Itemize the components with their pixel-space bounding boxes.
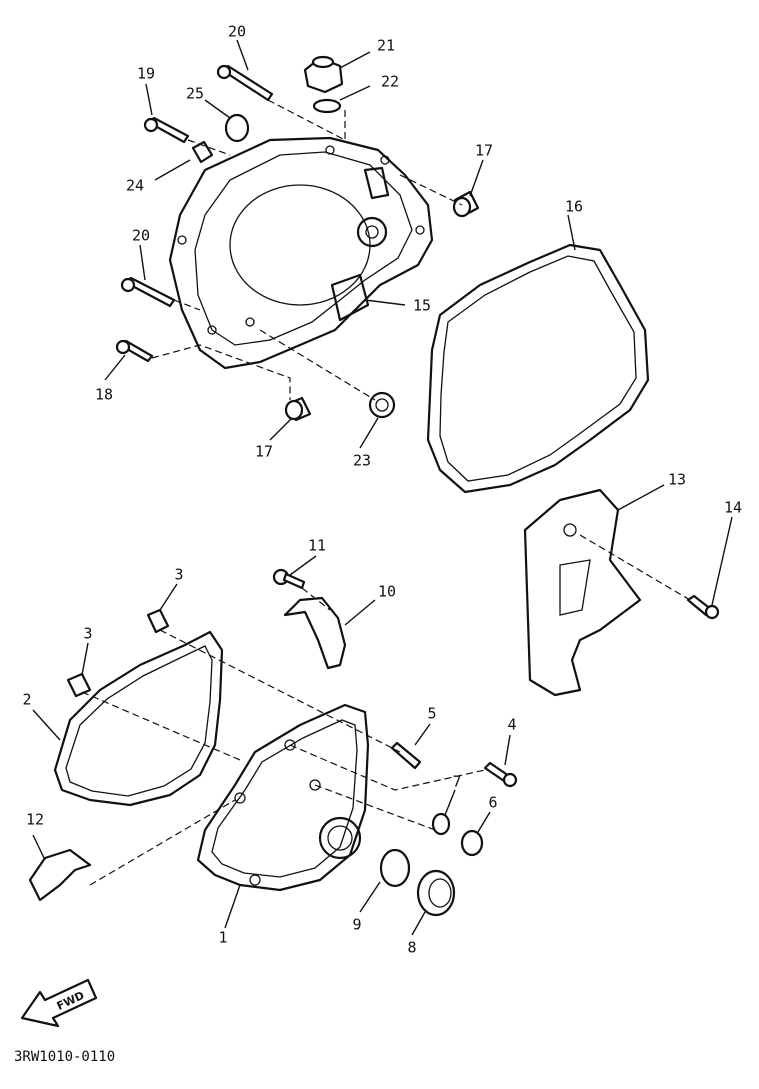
dowel-3-b [66,672,92,698]
gasket-16 [426,243,650,494]
callout-8: 8 [407,939,416,957]
callout-25: 25 [186,85,204,103]
fwd-arrow-icon: FWD [20,978,98,1028]
o-ring-22 [312,98,342,114]
sprocket-cover-13 [523,488,642,697]
holder-12 [28,848,92,902]
callout-9: 9 [352,916,361,934]
callout-1: 1 [218,929,227,947]
callout-17-top: 17 [475,142,493,160]
callout-5: 5 [427,705,436,723]
plug-6 [460,829,484,857]
plug-8 [416,869,456,917]
callout-24: 24 [126,177,144,195]
callout-7: 7 [452,773,461,791]
screw-11 [272,568,306,590]
callout-4: 4 [507,716,516,734]
bolt-18 [115,339,154,363]
bolt-4 [483,761,518,788]
bolt-20-top [216,64,274,102]
bolt-14 [686,594,720,620]
drawing-code: 3RW1010-0110 [14,1049,115,1065]
callout-19: 19 [137,65,155,83]
callout-15: 15 [413,297,431,315]
dowel-3-a [146,608,170,634]
callout-6: 6 [488,794,497,812]
callout-16: 16 [565,198,583,216]
callout-23: 23 [353,452,371,470]
crankcase-cover-left-1 [196,703,370,892]
gasket-2 [53,630,224,807]
assembly-lines [81,99,691,886]
callout-21: 21 [377,37,395,55]
callout-18: 18 [95,386,113,404]
callout-12: 12 [26,811,44,829]
bolt-19 [143,116,190,144]
callout-20-top: 20 [228,23,246,41]
leader-lines [32,39,733,936]
dowel-pin-17-top [452,190,480,218]
callout-10: 10 [378,583,396,601]
bolt-5 [390,741,422,770]
callout-17-low: 17 [255,443,273,461]
clip-10 [283,596,347,670]
o-ring-7 [431,812,451,836]
callout-3-a: 3 [174,566,183,584]
crankcase-cover-right [168,136,434,370]
callout-13: 13 [668,471,686,489]
oil-filler-cap-21 [303,55,344,94]
bolt-20-mid [120,276,176,308]
callout-14: 14 [724,499,742,517]
callout-20-mid: 20 [132,227,150,245]
callout-labels: 20 21 22 19 25 24 17 16 20 15 18 17 23 1… [22,23,742,957]
callout-22: 22 [381,73,399,91]
callout-3-b: 3 [83,625,92,643]
oil-seal-25 [224,113,250,143]
dowel-pin-17-low [284,396,312,422]
o-ring-9 [379,848,411,888]
oil-seal-23 [368,391,396,419]
callout-11: 11 [308,537,326,555]
callout-2: 2 [22,691,31,709]
